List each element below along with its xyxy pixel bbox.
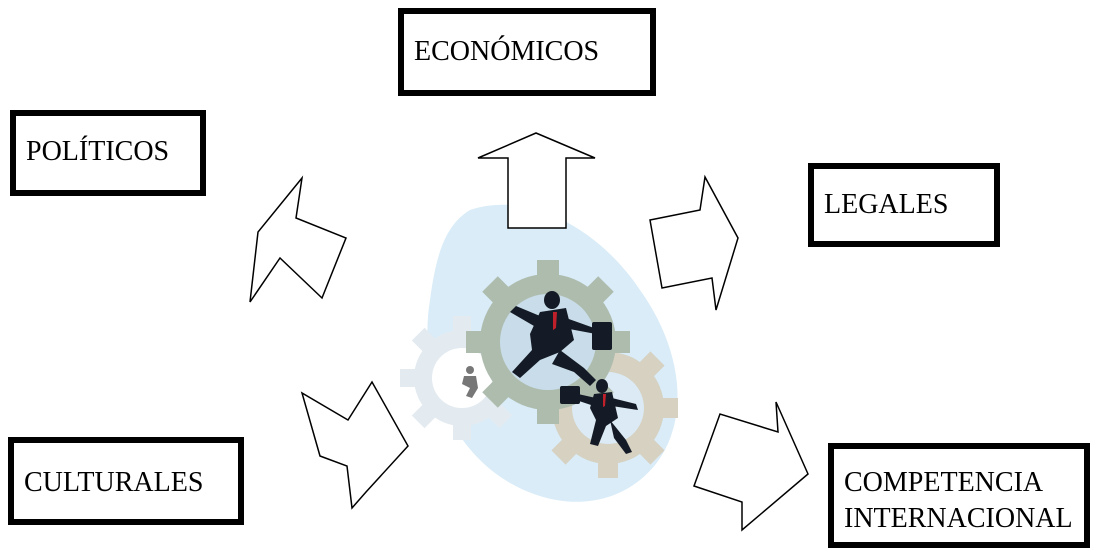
arrow-competencia [693,401,809,532]
factor-label-competencia: COMPETENCIA [844,467,1044,498]
factor-label-legales: LEGALES [824,189,949,220]
businessman-large-icon [510,291,612,386]
businessman-small-icon [560,379,638,454]
businessman-tiny-icon [462,366,478,398]
factor-box-politicos: POLÍTICOS [10,110,206,196]
factor-box-competencia-internacional: COMPETENCIA INTERNACIONAL [828,443,1090,548]
factor-box-legales: LEGALES [808,163,1000,247]
factor-label-culturales: CULTURALES [24,467,204,498]
factor-box-economicos: ECONÓMICOS [398,8,656,96]
factor-label-politicos: POLÍTICOS [26,136,170,167]
arrow-up-economicos [477,132,596,229]
arrow-legales [649,174,739,311]
factor-box-culturales: CULTURALES [8,437,244,525]
arrow-culturales [300,380,409,510]
arrow-politicos [249,175,347,303]
factor-label-internacional: INTERNACIONAL [844,503,1073,534]
factor-label-economicos: ECONÓMICOS [414,36,600,67]
